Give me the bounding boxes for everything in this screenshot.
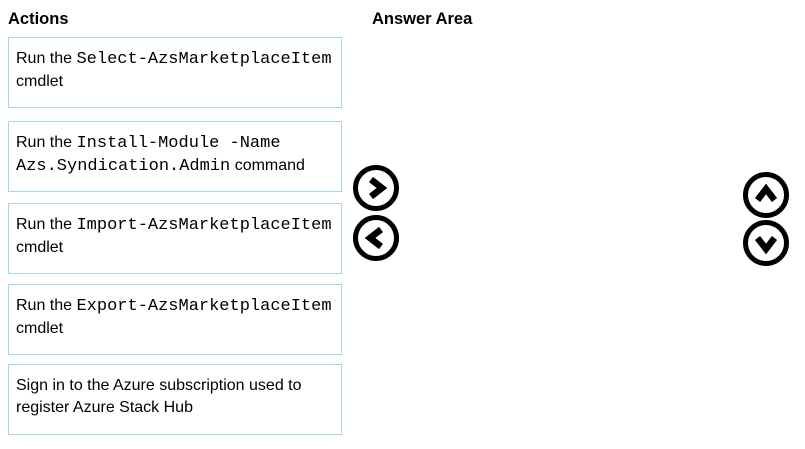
action-item-export-marketplaceitem[interactable]: Run the Export-AzsMarketplaceItem cmdlet bbox=[8, 284, 342, 355]
action-text-suffix: cmdlet bbox=[16, 239, 64, 256]
move-up-button[interactable] bbox=[743, 172, 789, 218]
action-item-select-marketplaceitem[interactable]: Run the Select-AzsMarketplaceItem cmdlet bbox=[8, 37, 342, 108]
action-item-sign-in-azure[interactable]: Sign in to the Azure subscription used t… bbox=[8, 364, 342, 435]
action-text-suffix: cmdlet bbox=[16, 320, 64, 337]
action-text-prefix: Run the bbox=[16, 50, 77, 67]
action-item-import-marketplaceitem[interactable]: Run the Import-AzsMarketplaceItem cmdlet bbox=[8, 203, 342, 274]
chevron-down-icon bbox=[754, 236, 778, 255]
action-code: Export-AzsMarketplaceItem bbox=[76, 297, 332, 316]
action-item-install-module[interactable]: Run the Install-Module -Name Azs.Syndica… bbox=[8, 121, 342, 192]
action-code: Select-AzsMarketplaceItem bbox=[76, 50, 332, 69]
action-text-prefix: Sign in to the Azure subscription used t… bbox=[16, 377, 302, 416]
action-text-prefix: Run the bbox=[16, 134, 77, 151]
move-left-button[interactable] bbox=[353, 215, 399, 261]
move-down-button[interactable] bbox=[743, 220, 789, 266]
action-text-suffix: cmdlet bbox=[16, 73, 64, 90]
action-code: Install-Module -Name Azs.Syndication.Adm… bbox=[16, 134, 281, 176]
chevron-left-icon bbox=[364, 226, 383, 250]
chevron-right-icon bbox=[369, 176, 388, 200]
answer-area-header: Answer Area bbox=[372, 10, 473, 28]
action-text-prefix: Run the bbox=[16, 216, 77, 233]
move-right-button[interactable] bbox=[353, 165, 399, 211]
action-code: Import-AzsMarketplaceItem bbox=[76, 216, 332, 235]
actions-header: Actions bbox=[8, 10, 69, 28]
action-text-suffix: command bbox=[230, 157, 305, 174]
chevron-up-icon bbox=[754, 183, 778, 202]
action-text-prefix: Run the bbox=[16, 297, 77, 314]
